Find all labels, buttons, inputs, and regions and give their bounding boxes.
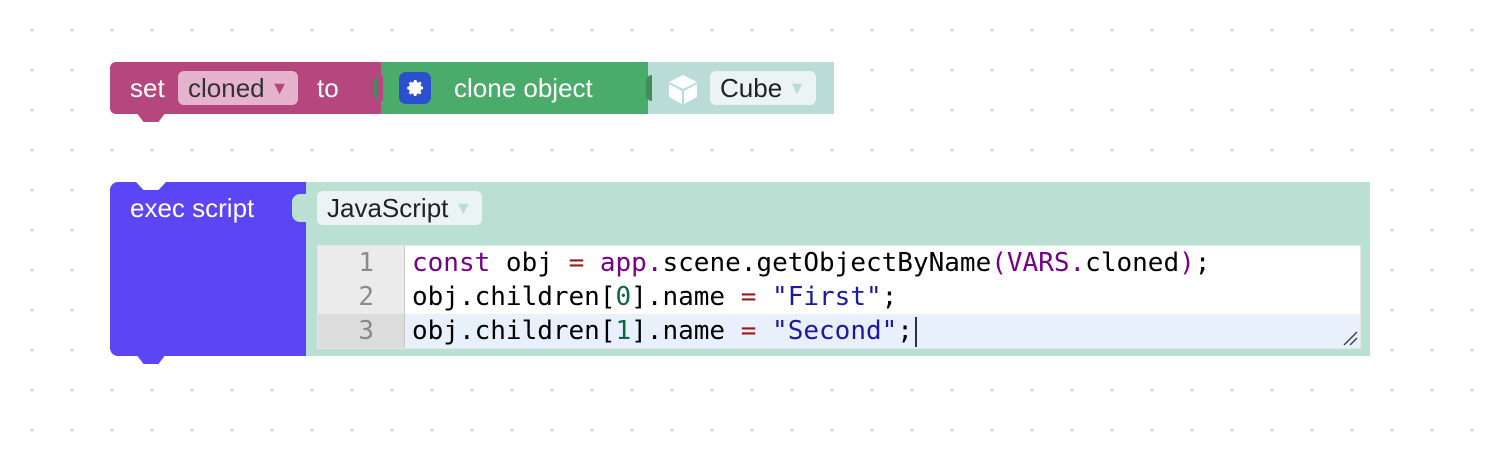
set-label: set <box>130 73 165 103</box>
resize-handle-icon[interactable] <box>1342 330 1358 346</box>
text-cursor <box>914 316 917 347</box>
chevron-down-icon: ▼ <box>454 197 473 218</box>
object-dropdown[interactable]: Cube ▼ <box>710 71 816 105</box>
object-name: Cube <box>720 72 783 103</box>
input-notch <box>646 75 652 101</box>
language-dropdown[interactable]: JavaScript ▼ <box>317 191 483 225</box>
active-line-gutter <box>318 314 404 348</box>
clone-object-block[interactable]: clone object <box>377 62 649 114</box>
to-label: to <box>317 73 339 103</box>
code-line[interactable]: const obj = app.scene.getObjectByName(VA… <box>412 248 1211 278</box>
cube-icon <box>666 72 700 106</box>
object-selector-block[interactable]: Cube ▼ <box>646 62 834 114</box>
clone-object-label: clone object <box>454 73 593 103</box>
code-editor[interactable]: 1 2 3 const obj = app.scene.getObjectByN… <box>317 245 1361 349</box>
input-notch <box>377 75 383 101</box>
input-notch <box>292 194 308 222</box>
chevron-down-icon: ▼ <box>270 77 289 98</box>
variable-name: cloned <box>188 72 265 103</box>
line-number: 2 <box>358 282 374 312</box>
gear-icon[interactable] <box>399 72 431 104</box>
line-number: 1 <box>358 248 374 278</box>
set-variable-block[interactable]: set cloned ▼ to <box>110 62 382 114</box>
code-line[interactable]: obj.children[0].name = "First"; <box>412 282 898 312</box>
active-line-highlight <box>405 314 1360 348</box>
code-line[interactable]: obj.children[1].name = "Second"; <box>412 314 917 348</box>
chevron-down-icon: ▼ <box>788 77 806 98</box>
variable-dropdown[interactable]: cloned ▼ <box>178 71 299 105</box>
line-number: 3 <box>358 316 374 346</box>
language-name: JavaScript <box>327 192 449 223</box>
exec-script-label: exec script <box>130 193 255 223</box>
exec-script-block[interactable]: exec script <box>110 182 308 356</box>
